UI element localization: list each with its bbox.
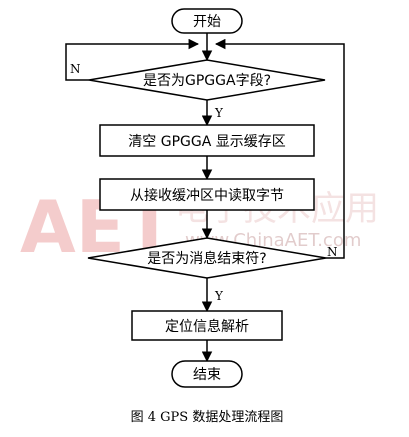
- parse-label: 定位信息解析: [165, 318, 249, 335]
- process-parse: 定位信息解析: [131, 310, 283, 341]
- read-byte-label: 从接收缓冲区中读取字节: [130, 187, 284, 204]
- decision-gpgga: 是否为GPGGA字段?: [88, 59, 326, 101]
- decision-gpgga-label: 是否为GPGGA字段?: [143, 73, 271, 89]
- connectors: [65, 33, 345, 363]
- process-read-byte: 从接收缓冲区中读取字节: [99, 178, 315, 211]
- clear-buffer-label: 清空 GPGGA 显示缓存区: [128, 134, 285, 150]
- gpgga-no-label: N: [70, 62, 81, 76]
- end-label: 结束: [193, 367, 221, 383]
- gpgga-yes-label: Y: [214, 106, 224, 120]
- end-yes-label: Y: [214, 289, 224, 303]
- decision-end-marker: 是否为消息结束符?: [87, 237, 327, 279]
- connector-gpgga-no-loop: [65, 38, 200, 81]
- start-node: 开始: [171, 8, 243, 34]
- connector-end-no-loop: [214, 38, 345, 259]
- decision-end-label: 是否为消息结束符?: [147, 250, 266, 267]
- start-label: 开始: [193, 14, 221, 30]
- end-node: 结束: [171, 360, 243, 388]
- end-no-label: N: [327, 245, 338, 259]
- process-clear-buffer: 清空 GPGGA 显示缓存区: [99, 124, 315, 157]
- figure-caption: 图 4 GPS 数据处理流程图: [131, 410, 284, 425]
